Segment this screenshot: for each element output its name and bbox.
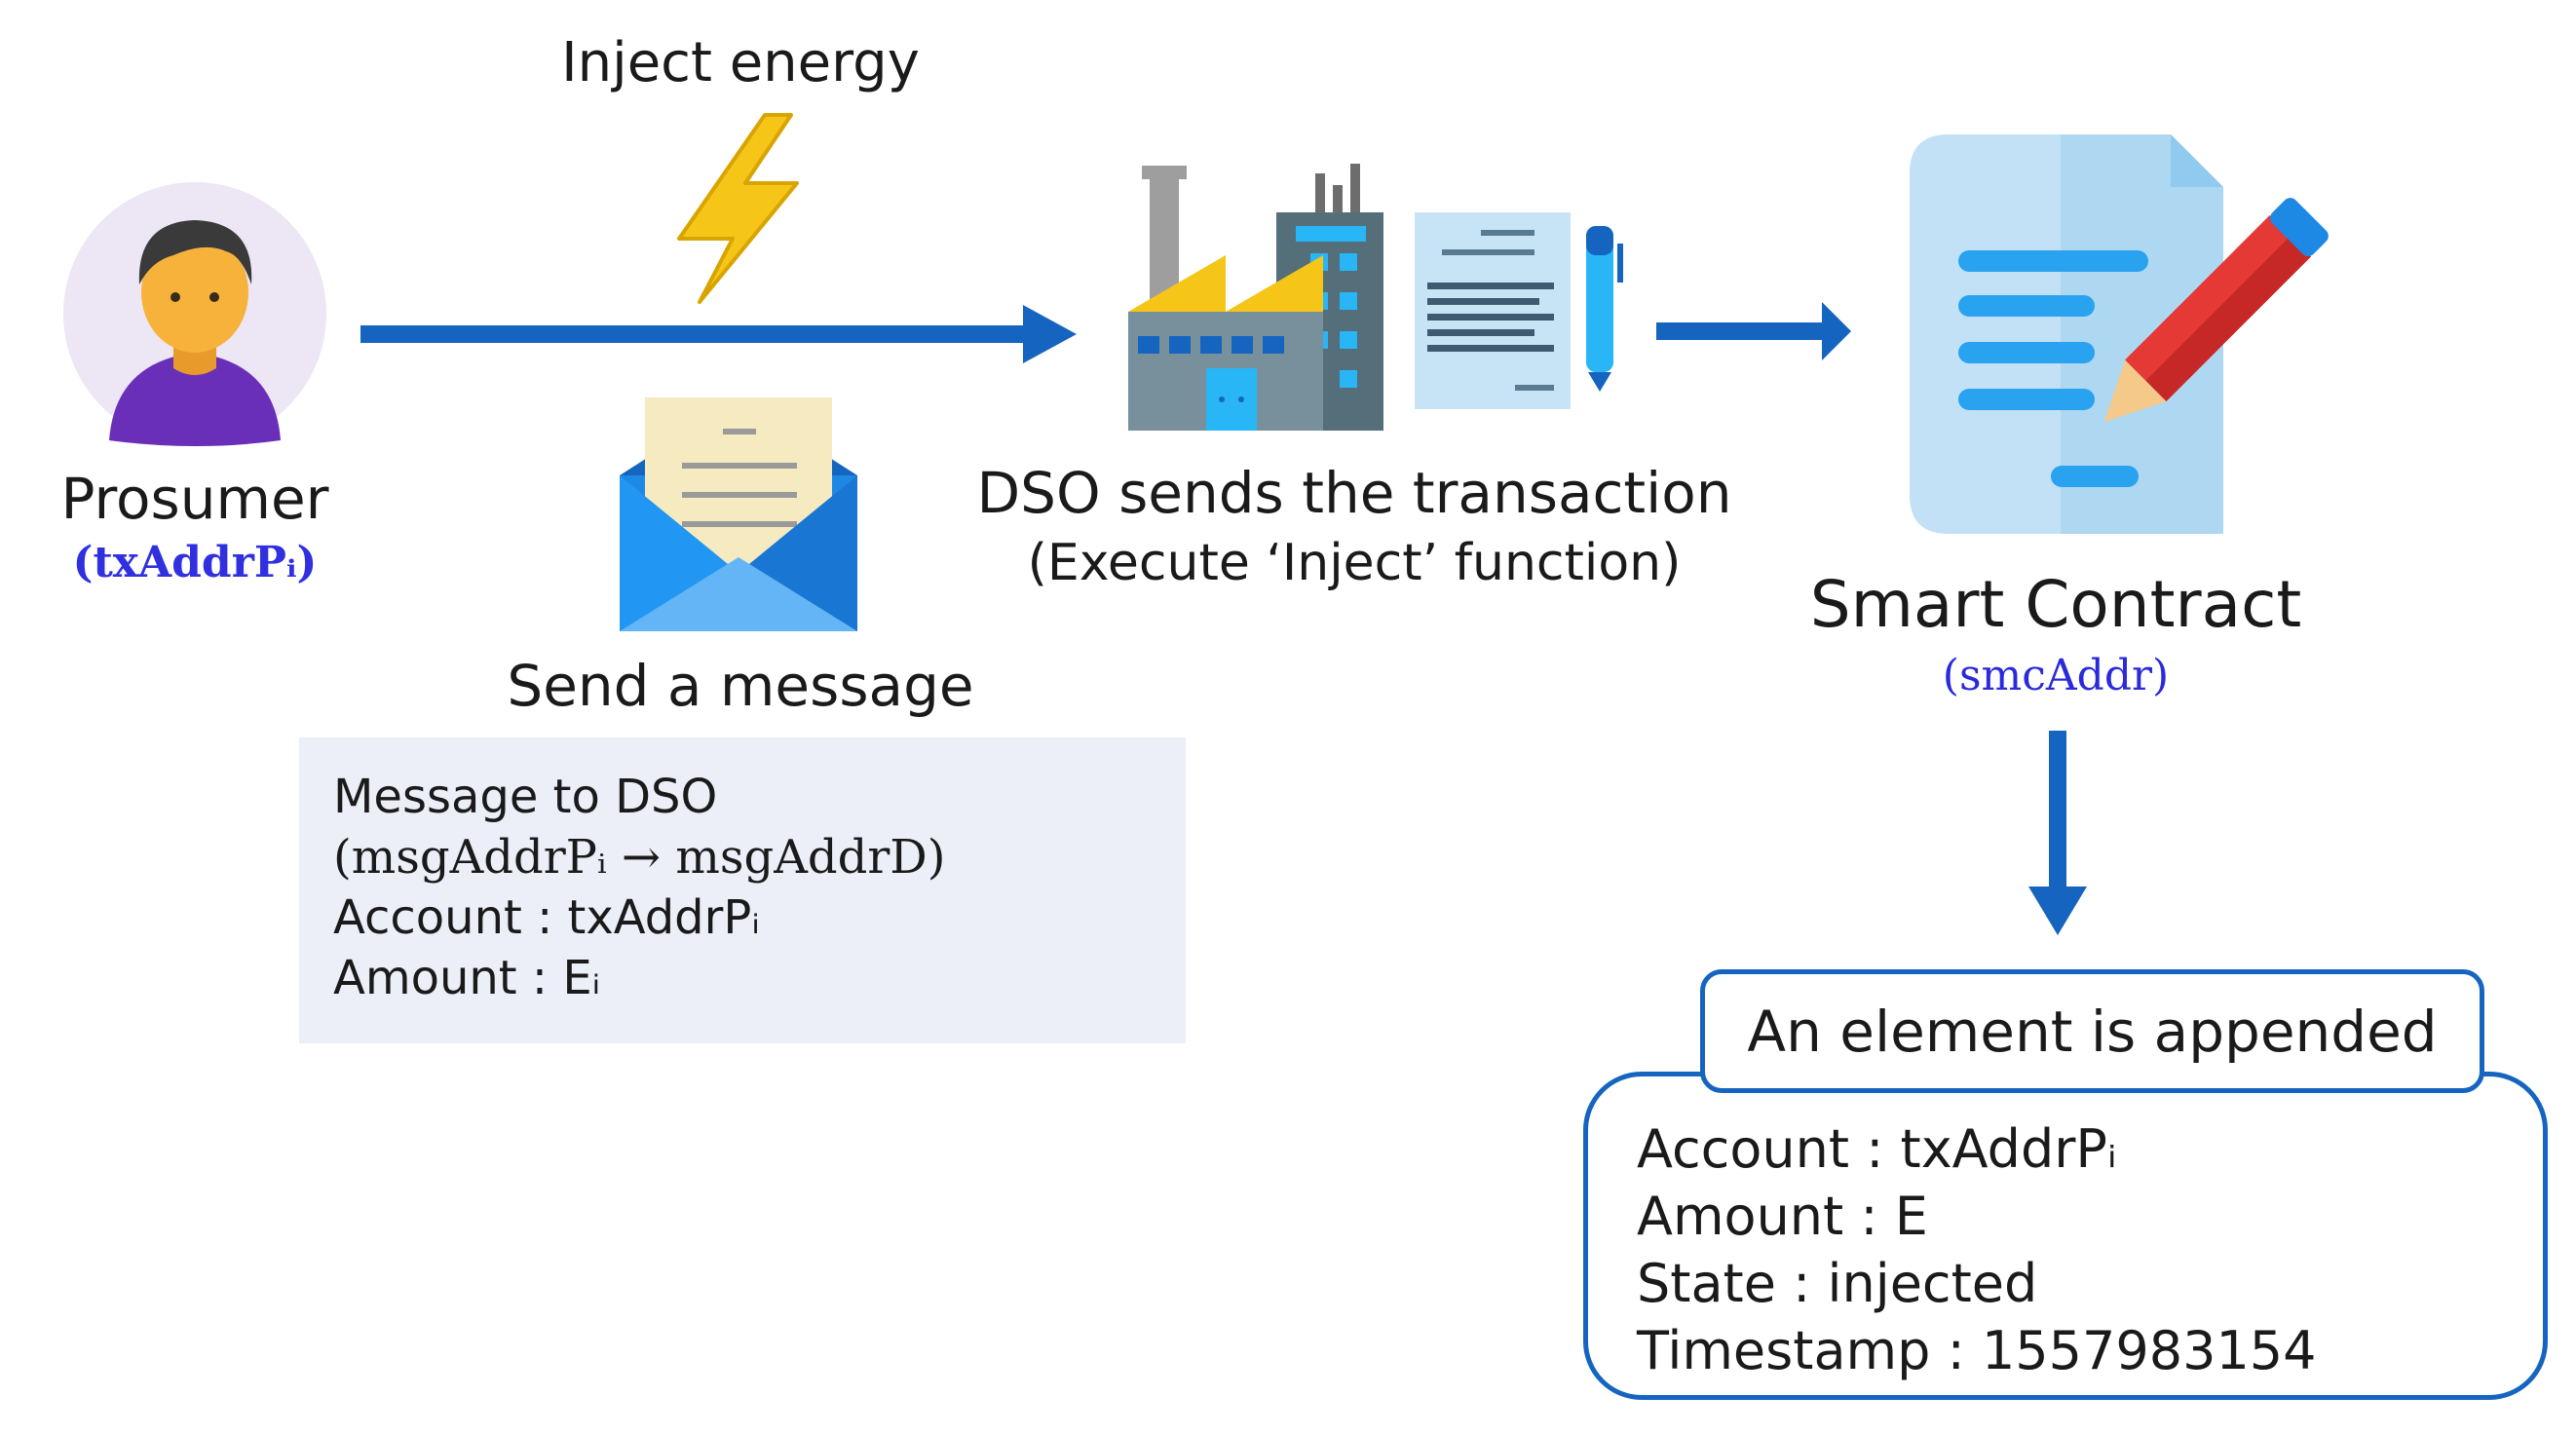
dso-label: DSO sends the transaction: [976, 460, 1732, 526]
inject-energy-label: Inject energy: [561, 31, 920, 94]
send-message-label: Send a message: [507, 653, 974, 719]
message-account: Account : txAddrPᵢ: [333, 890, 760, 945]
lightning-bolt-icon: [677, 113, 799, 304]
message-amount: Amount : Eᵢ: [333, 951, 601, 1005]
envelope-letter-icon: [620, 397, 857, 631]
message-box: Message to DSO (msgAddrPᵢ → msgAddrD) Ac…: [299, 737, 1186, 1043]
message-title: Message to DSO: [333, 770, 718, 824]
contract-document-pencil-icon: [1910, 134, 2329, 534]
element-header: An element is appended: [1700, 969, 2484, 1093]
person-avatar-icon: [63, 182, 326, 446]
element-amount: Amount : E: [1637, 1186, 1928, 1247]
arrow-dso-to-contract: [1656, 302, 1851, 360]
smart-contract-label: Smart Contract: [1809, 567, 2302, 642]
factory-icon: [1128, 164, 1383, 431]
prosumer-label: Prosumer: [60, 466, 329, 532]
arrow-prosumer-to-dso: [360, 305, 1077, 363]
element-timestamp: Timestamp : 1557983154: [1637, 1320, 2317, 1381]
arrow-contract-to-element: [2028, 731, 2087, 935]
dso-function-label: (Execute ‘Inject’ function): [1027, 534, 1682, 592]
prosumer-address: (txAddrPᵢ): [72, 538, 318, 587]
element-box: Account : txAddrPᵢ Amount : E State : in…: [1583, 1072, 2548, 1400]
element-account: Account : txAddrPᵢ: [1637, 1118, 2117, 1180]
smart-contract-address: (smcAddr): [1942, 651, 2170, 700]
element-header-text: An element is appended: [1747, 998, 2438, 1065]
document-pen-icon: [1415, 212, 1623, 409]
element-state: State : injected: [1637, 1253, 2038, 1314]
message-route: (msgAddrPᵢ → msgAddrD): [333, 830, 946, 885]
